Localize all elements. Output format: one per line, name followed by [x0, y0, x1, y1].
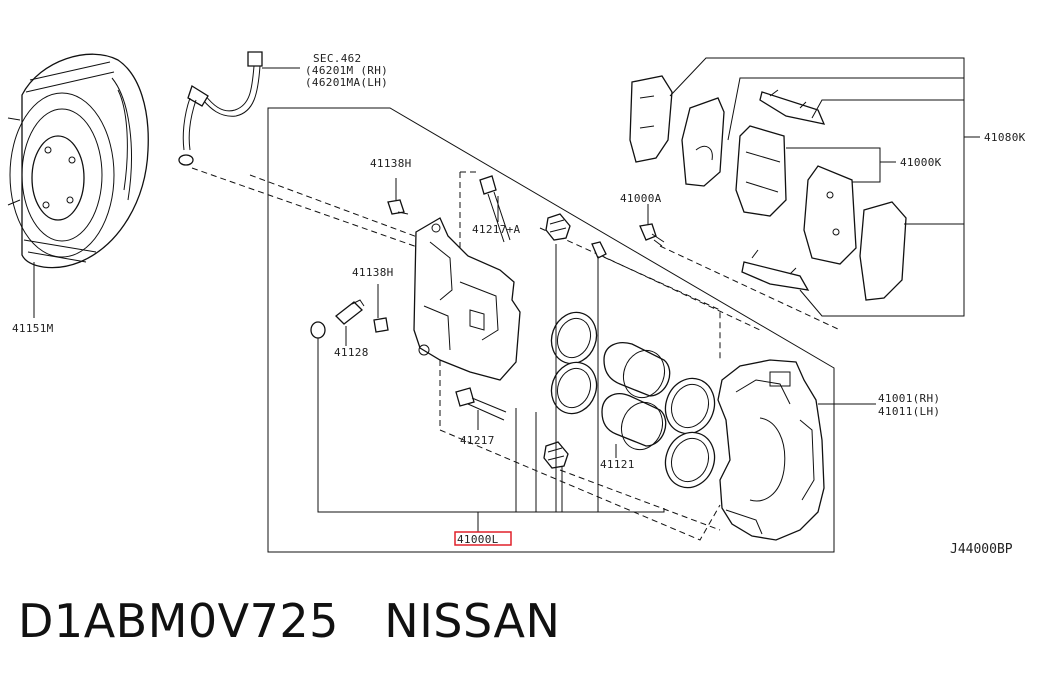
caliper-bracket[interactable] [413, 217, 521, 381]
label-41217a[interactable]: 41217+A [472, 223, 521, 236]
caliper-body[interactable] [717, 359, 825, 541]
label-41151m[interactable]: 41151M [12, 322, 54, 335]
label-41138h-mid[interactable]: 41138H [352, 266, 394, 279]
label-41000a[interactable]: 41000A [620, 192, 662, 205]
pin-sleeve[interactable] [591, 241, 607, 259]
brake-hose[interactable] [178, 51, 263, 166]
piston-2[interactable] [601, 393, 669, 456]
label-41128[interactable]: 41128 [334, 346, 369, 359]
bolt-41138h-mid[interactable] [373, 317, 389, 333]
bleeder-41128[interactable] [335, 299, 365, 325]
label-sec-462[interactable]: SEC.462 [313, 52, 361, 65]
piston-seal-1[interactable] [544, 306, 603, 370]
highlight-box [454, 531, 512, 546]
pin-boot-top[interactable] [545, 213, 571, 241]
label-41000k[interactable]: 41000K [900, 156, 942, 169]
caption-part-number: D1ABM0V725 NISSAN [18, 594, 561, 648]
bolt-41000a[interactable] [639, 223, 665, 247]
diagram-code: J44000BP [950, 542, 1013, 557]
label-41217[interactable]: 41217 [460, 434, 495, 447]
label-46201m[interactable]: (46201M (RH) [305, 64, 388, 77]
piston-seal-3[interactable] [658, 371, 722, 440]
piston-seal-4[interactable] [658, 425, 722, 494]
label-41000l[interactable]: 41000L [457, 533, 499, 546]
label-41011-lh[interactable]: 41011(LH) [878, 405, 940, 418]
cap-nut[interactable] [310, 321, 326, 339]
label-41121[interactable]: 41121 [600, 458, 635, 471]
piston-1[interactable] [603, 342, 671, 404]
label-41138h-top[interactable]: 41138H [370, 157, 412, 170]
brake-pad-kit[interactable] [629, 75, 907, 301]
label-46201ma[interactable]: (46201MA(LH) [305, 76, 388, 89]
label-41080k[interactable]: 41080K [984, 131, 1026, 144]
piston-seal-2[interactable] [544, 356, 603, 420]
bolt-41217[interactable] [455, 387, 507, 421]
dust-shield[interactable] [7, 53, 149, 269]
assembly-outline [267, 107, 835, 553]
bolt-41138h-top[interactable] [387, 199, 409, 215]
bolt-41217a[interactable] [479, 175, 511, 243]
label-41001-rh[interactable]: 41001(RH) [878, 392, 940, 405]
